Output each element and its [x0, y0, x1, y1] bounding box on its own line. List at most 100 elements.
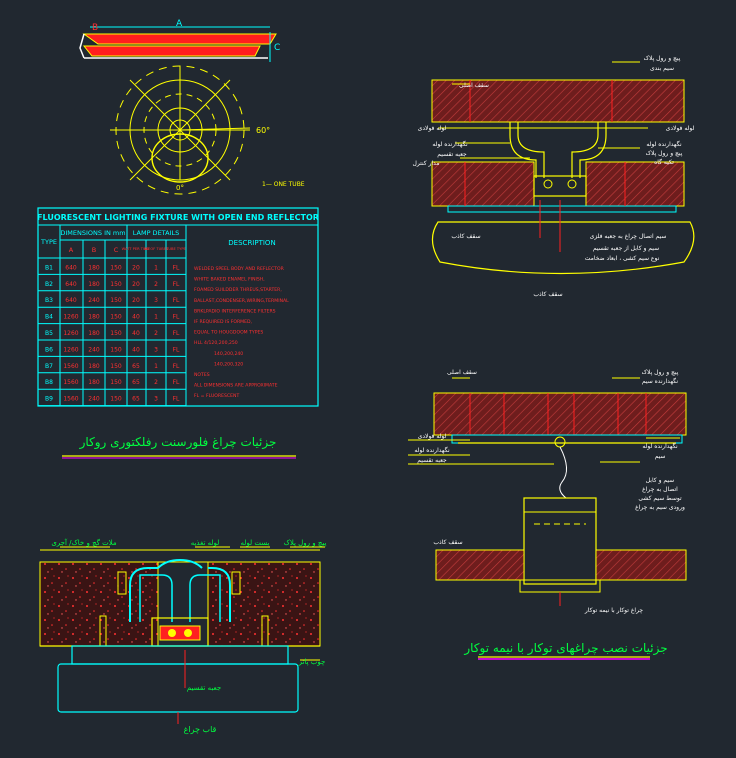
table-cell: 1 [154, 363, 158, 370]
label-rt-m2: سیم و کابل از جعبه تقسیم [593, 245, 659, 252]
table-cell: B7 [45, 363, 53, 370]
table-cell: 150 [110, 314, 122, 321]
table-cell: FL [173, 297, 180, 304]
table-cell: 40 [132, 314, 140, 321]
table-cell: 150 [110, 379, 122, 386]
description-line: 140,200,320 [214, 361, 243, 367]
label-bl-right-top-b: پیچ و رول پلاک [284, 539, 327, 547]
label-rb-l2: لوله فولادی [418, 433, 447, 440]
table-cell: 180 [88, 314, 100, 321]
right-detail-title: جزئیات نصب چراغهای توکار با نیمه توکار [463, 641, 667, 656]
col-dimensions: DIMENSIONS IN mm [60, 229, 125, 237]
table-cell: FL [173, 363, 180, 370]
table-cell: 20 [132, 264, 140, 271]
dim-b-label: B [92, 23, 98, 33]
table-cell: 40 [132, 330, 140, 337]
table-cell: 1 [154, 314, 158, 321]
table-cell: FL [173, 281, 180, 288]
label-rb-r8: ورودی سیم به چراغ [635, 504, 685, 511]
table-cell: 40 [132, 346, 140, 353]
label-rb-r2: نگهدارنده سیم [642, 377, 678, 385]
table-cell: B9 [45, 396, 53, 403]
table-cell: 150 [110, 396, 122, 403]
label-rt-l4: جعبه تقسیم [437, 151, 467, 158]
table-cell: FL [173, 314, 180, 321]
label-bl-left-top: ملات گچ و خاک/ آجری [51, 538, 117, 547]
label-rt-r4: نگهدارنده لوله [646, 140, 682, 148]
table-cell: 65 [132, 379, 140, 386]
polar-legend: 1— ONE TUBE [262, 181, 305, 188]
table-cell: 150 [110, 281, 122, 288]
table-cell: 240 [88, 346, 100, 353]
label-rt-bottom: سقف کاذب [533, 291, 562, 298]
table-cell: 1560 [63, 379, 78, 386]
sub-tubetype: TUBE TYPE [165, 247, 186, 251]
table-cell: 150 [110, 297, 122, 304]
table-title: FLUORESCENT LIGHTING FIXTURE WITH OPEN E… [37, 213, 319, 222]
label-rt-l1: سقف اصلی [459, 82, 489, 89]
table-cell: 20 [132, 281, 140, 288]
label-rb-r7: توسط سیم کشی [638, 495, 682, 502]
sub-b: B [92, 246, 96, 254]
table-cell: 2 [154, 330, 158, 337]
dim-a-label: A [176, 19, 183, 29]
dim-c-label: C [274, 43, 280, 53]
sub-watt: WATT PER TUBE [122, 247, 151, 251]
polar-angle-label: 60° [256, 126, 270, 135]
table-cell: 2 [154, 379, 158, 386]
table-cell: 180 [88, 363, 100, 370]
table-cell: 180 [88, 379, 100, 386]
label-bl-box: جعبه تقسیم [187, 684, 221, 692]
table-cell: 1560 [63, 396, 78, 403]
table-cell: 1560 [63, 363, 78, 370]
recessed-detail-bottom: سقف اصلی لوله فولادی نگهدارنده لوله جعبه… [408, 368, 687, 614]
label-rt-r1: پیچ و رول پلاک [644, 54, 681, 62]
recessed-detail-top: سقف اصلی لوله فولادی نگهدارنده لوله جعبه… [413, 54, 695, 298]
label-rb-r6: اتصال به چراغ [642, 486, 678, 493]
polar-bottom-label: 0° [176, 184, 184, 192]
table-cell: 2 [154, 281, 158, 288]
label-rt-r6: تکیه گاه [654, 158, 674, 166]
table-cell: 3 [154, 396, 158, 403]
table-cell: 20 [132, 297, 140, 304]
description-line: FOAMED SUILDDER THREUS,STARTER, [194, 287, 282, 293]
table-cell: 65 [132, 363, 140, 370]
label-rt-l5: مدار کنترل [413, 160, 440, 167]
label-rb-bottom: چراغ توکار با نیمه توکار [584, 607, 644, 614]
table-cell: B5 [45, 330, 53, 337]
description-line: FL = FLUORESCENT [194, 393, 239, 399]
table-cell: FL [173, 379, 180, 386]
table-cell: 180 [88, 264, 100, 271]
table-cell: 640 [65, 264, 77, 271]
label-rt-l2: لوله فولادی [418, 125, 447, 132]
table-cell: FL [173, 396, 180, 403]
table-cell: 150 [110, 330, 122, 337]
table-cell: 3 [154, 297, 158, 304]
sub-a: A [69, 246, 74, 254]
label-rb-r4: سیم [655, 453, 666, 460]
label-rb-l5: سقف کاذب [433, 539, 462, 546]
label-bl-bottom: قاب چراغ [184, 725, 217, 734]
label-rt-l6: سقف کاذب [451, 233, 480, 240]
description-line: WHITE BAKED ENAMEL FINISH, [194, 277, 265, 283]
table-cell: 150 [110, 264, 122, 271]
table-cell: 150 [110, 346, 122, 353]
table-cell: 640 [65, 281, 77, 288]
description-line: 140,200,240 [214, 351, 243, 357]
table-cell: FL [173, 264, 180, 271]
description-line: ALL DIMENSIONS ARE APPROXIMATE [194, 383, 278, 389]
table-cell: 3 [154, 346, 158, 353]
table-cell: B8 [45, 379, 53, 386]
col-description: DESCRIPTION [228, 239, 275, 247]
table-cell: B6 [45, 346, 53, 353]
table-cell: 150 [110, 363, 122, 370]
label-bl-right-top-a: بست لوله [241, 539, 270, 547]
label-rb-r3: نگهدارنده لوله [642, 442, 678, 450]
description-line: EQUAL TO HOUGDOOM TYPES [194, 330, 263, 336]
sub-c: C [114, 246, 119, 254]
label-rb-l4: جعبه تقسیم [417, 457, 447, 464]
label-bl-right-side: چوب پاتر [298, 658, 326, 666]
label-rb-r1: پیچ و رول پلاک [642, 368, 679, 376]
description-line: BRKLPADIO INTERFERENCE FILTERS [194, 308, 276, 314]
